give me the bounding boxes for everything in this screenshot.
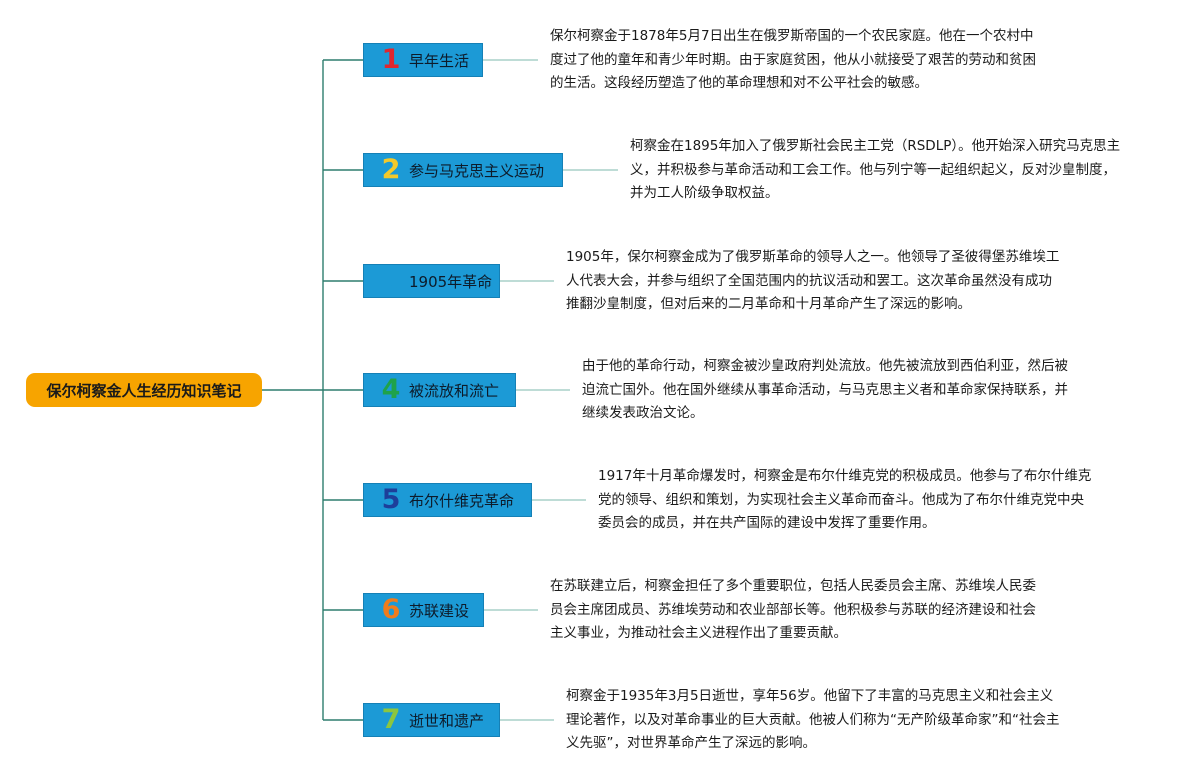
- branch-label: 1905年革命: [409, 272, 493, 291]
- branch-label: 被流放和流亡: [409, 381, 500, 400]
- branch-description: 由于他的革命行动，柯察金被沙皇政府判处流放。他先被流放到西伯利亚，然后被迫流亡国…: [582, 358, 1068, 421]
- root-topic[interactable]: 保尔柯察金人生经历知识笔记: [26, 373, 262, 407]
- branch-label: 逝世和遗产: [409, 711, 485, 730]
- branch-label: 布尔什维克革命: [409, 491, 515, 510]
- number-icon: 5: [381, 484, 401, 515]
- branch-description: 保尔柯察金于1878年5月7日出生在俄罗斯帝国的一个农民家庭。他在一个农村中度过…: [550, 28, 1036, 91]
- number-icon: 2: [381, 154, 401, 185]
- number-icon: 7: [381, 704, 401, 735]
- number-icon: 4: [381, 374, 401, 405]
- branch-description: 1917年十月革命爆发时，柯察金是布尔什维克党的积极成员。他参与了布尔什维克党的…: [598, 468, 1092, 531]
- branch-label: 早年生活: [409, 51, 470, 70]
- branch-description: 1905年，保尔柯察金成为了俄罗斯革命的领导人之一。他领导了圣彼得堡苏维埃工人代…: [566, 249, 1060, 312]
- branch-bolshevik-revolution[interactable]: 5 布尔什维克革命: [363, 483, 532, 517]
- number-icon: 6: [381, 594, 401, 625]
- branch-death-legacy[interactable]: 7 逝世和遗产: [363, 703, 500, 737]
- number-icon: 3: [381, 265, 401, 296]
- branch-marxism-movement[interactable]: 2 参与马克思主义运动: [363, 153, 563, 187]
- number-icon: 1: [381, 44, 401, 75]
- branch-description: 在苏联建立后，柯察金担任了多个重要职位，包括人民委员会主席、苏维埃人民委员会主席…: [550, 578, 1036, 641]
- branch-description: 柯察金在1895年加入了俄罗斯社会民主工党（RSDLP）。他开始深入研究马克思主…: [630, 138, 1121, 201]
- branch-description: 柯察金于1935年3月5日逝世，享年56岁。他留下了丰富的马克思主义和社会主义理…: [566, 688, 1060, 751]
- branch-early-life[interactable]: 1 早年生活: [363, 43, 483, 77]
- branch-soviet-construction[interactable]: 6 苏联建设: [363, 593, 484, 627]
- root-title: 保尔柯察金人生经历知识笔记: [46, 381, 242, 400]
- branch-label: 参与马克思主义运动: [409, 161, 545, 180]
- branch-label: 苏联建设: [409, 601, 470, 620]
- branch-exile[interactable]: 4 被流放和流亡: [363, 373, 516, 407]
- branch-1905-revolution[interactable]: 3 1905年革命: [363, 264, 500, 298]
